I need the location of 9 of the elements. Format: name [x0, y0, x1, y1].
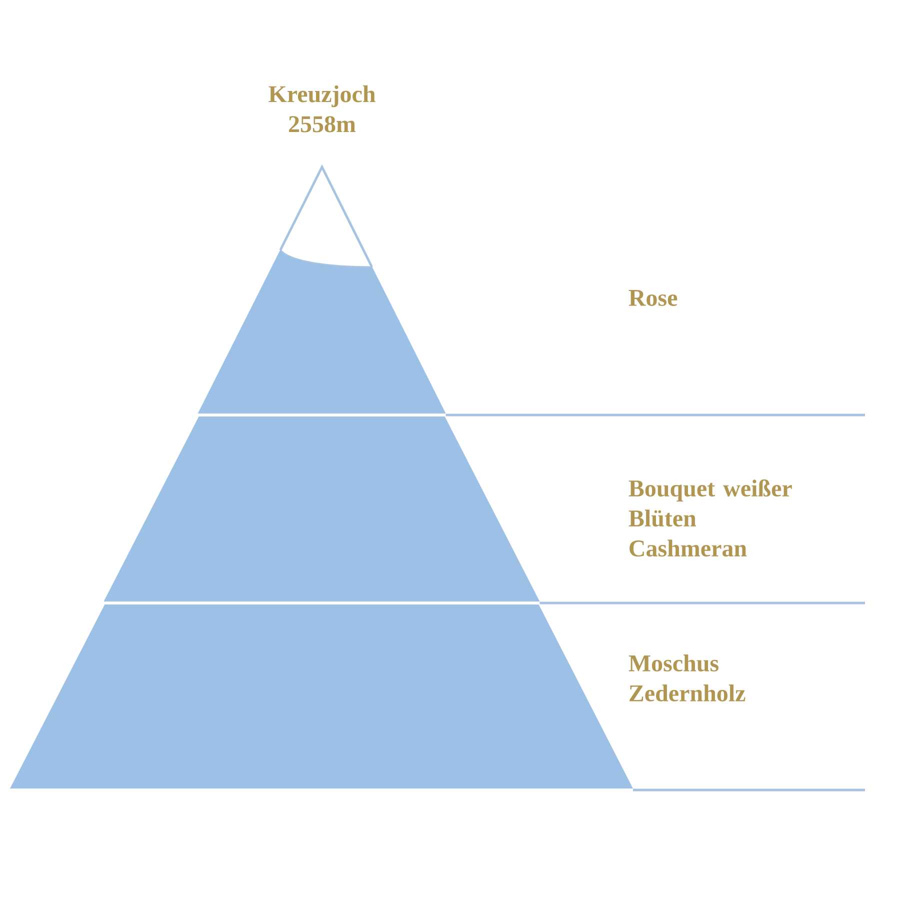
node-label: Rose: [628, 290, 678, 306]
node-label: Moschus: [628, 654, 718, 672]
pyramid-band: Moschus Zedernholz: [10, 604, 865, 792]
node-label: Bouquet weißer Blüten: [628, 479, 792, 527]
node-label: Cashmeran: [630, 540, 747, 557]
pyramid-band: Bouquet weißer Blüten Cashmeran: [104, 416, 865, 604]
peak-title: Kreuzjoch 2558m: [268, 85, 376, 132]
pyramid-band: Rose: [198, 164, 865, 416]
node-label: Zedernholz: [630, 684, 746, 702]
